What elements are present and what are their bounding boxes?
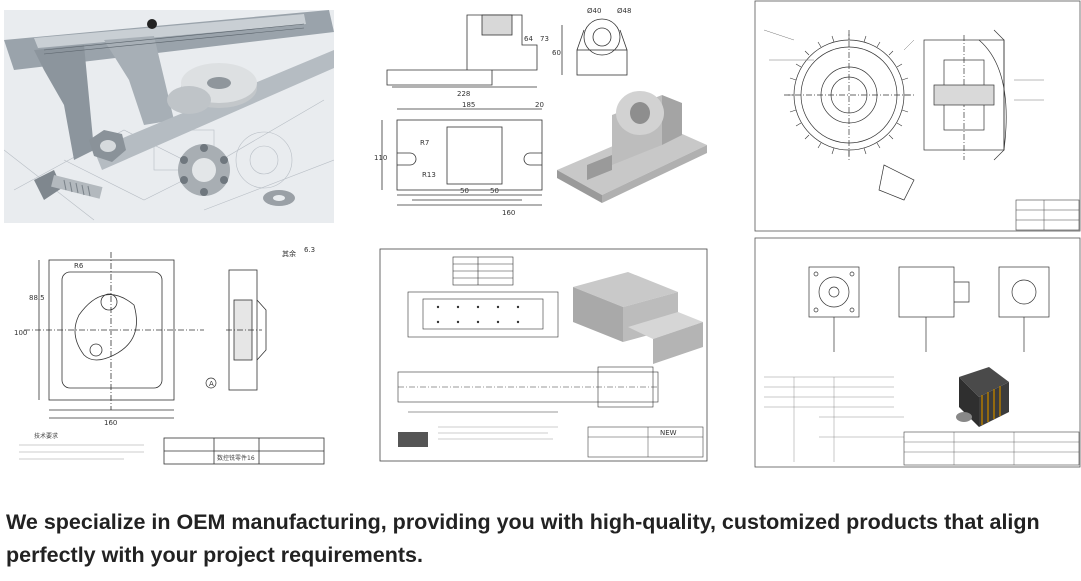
- dim-label: 160: [104, 419, 117, 427]
- roughness-label: 其余: [282, 249, 296, 258]
- dim-label: Ø40: [587, 7, 601, 15]
- caliper-photo: [4, 10, 334, 223]
- roughness-value: 6.3: [304, 246, 315, 254]
- dim-label: 100: [14, 329, 27, 337]
- dim-label: 20: [535, 101, 544, 109]
- dim-label: 50: [490, 187, 499, 195]
- gear-assembly-drawing: [754, 0, 1081, 232]
- dim-label: 73: [540, 35, 549, 43]
- logo-text: NEW: [660, 429, 677, 437]
- dim-label: 60: [552, 49, 561, 57]
- dim-label: 110: [374, 154, 387, 162]
- dim-label: R6: [74, 262, 84, 270]
- dim-label: 64: [524, 35, 533, 43]
- tech-requirements-title: 技术要求: [34, 432, 58, 440]
- cam-plate-drawing: A 其余 6.3 100 160 R6 88.5 技术要求 数控铣零件16: [4, 240, 334, 468]
- dim-label: 160: [502, 209, 515, 217]
- dim-label: 50: [460, 187, 469, 195]
- dim-label: 88.5: [29, 294, 45, 302]
- dim-label: 228: [457, 90, 470, 98]
- linear-guide-drawing: NEW: [378, 247, 709, 463]
- stepper-motor-drawing: [754, 237, 1081, 468]
- dim-label: R7: [420, 139, 429, 147]
- dim-label: Ø48: [617, 7, 631, 15]
- part-name: 数控铣零件16: [217, 454, 255, 462]
- dim-label: 185: [462, 101, 475, 109]
- oem-caption: We specialize in OEM manufacturing, prov…: [6, 510, 1040, 567]
- dim-label: R13: [422, 171, 436, 179]
- bracket-drawing: Ø40 Ø48 64 73 60 228 185 20 R7 R13 110 5…: [372, 5, 717, 223]
- datum-label: A: [209, 380, 214, 388]
